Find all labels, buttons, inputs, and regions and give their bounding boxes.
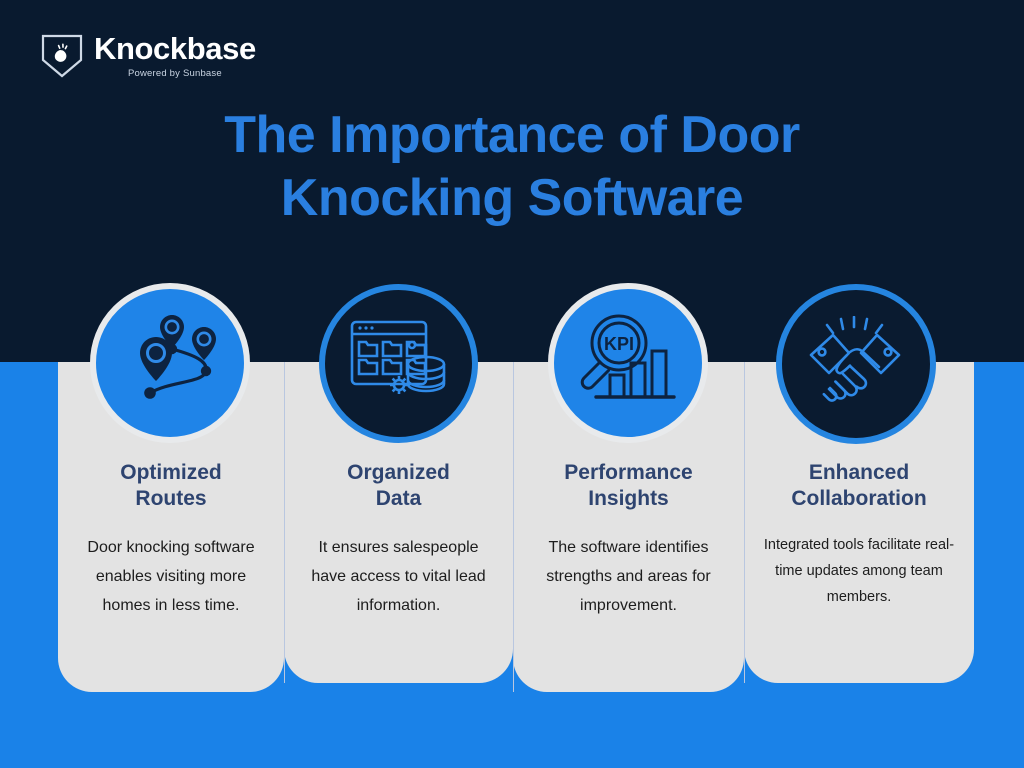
card-body-text: Door knocking software enables visiting … bbox=[87, 538, 255, 615]
card-title: Performance Insights bbox=[529, 460, 728, 513]
card-title: Optimized Routes bbox=[74, 460, 268, 513]
page-title: The Importance of Door Knocking Software bbox=[0, 104, 1024, 231]
card-title-line-2: Data bbox=[375, 487, 422, 511]
card-body-text: The software identifies strengths and ar… bbox=[546, 538, 711, 615]
brand-name: Knockbase bbox=[94, 31, 256, 67]
feature-card-organized-data[interactable]: Organized Data It ensures salespeople ha… bbox=[284, 362, 513, 683]
brand-logo: Knockbase Powered by Sunbase bbox=[40, 33, 256, 79]
card-title-line-1: Optimized bbox=[120, 461, 222, 484]
card-title-line-1: Organized bbox=[347, 461, 450, 484]
card-title-line-2: Collaboration bbox=[791, 487, 927, 511]
card-body-text: It ensures salespeople have access to vi… bbox=[311, 538, 486, 615]
card-body-text: Integrated tools facilitate real-time up… bbox=[763, 536, 955, 605]
map-route-pins-icon bbox=[90, 283, 250, 443]
kpi-magnifier-bar-chart-icon: KPI bbox=[548, 283, 708, 443]
card-title: Enhanced Collaboration bbox=[760, 460, 958, 513]
database-folders-gear-icon bbox=[319, 284, 478, 443]
card-title-line-2: Insights bbox=[588, 487, 669, 511]
card-title-line-1: Performance bbox=[564, 461, 693, 484]
page-title-line-1: The Importance of Door bbox=[224, 106, 800, 164]
card-title-line-1: Enhanced bbox=[808, 461, 910, 484]
page-title-line-2: Knocking Software bbox=[280, 169, 744, 228]
card-title-line-2: Routes bbox=[135, 487, 207, 511]
brand-tagline: Powered by Sunbase bbox=[127, 68, 222, 80]
card-title: Organized Data bbox=[300, 460, 497, 513]
knocking-hand-shield-icon bbox=[40, 33, 84, 79]
handshake-icon bbox=[776, 284, 936, 444]
svg-text:KPI: KPI bbox=[604, 334, 634, 354]
